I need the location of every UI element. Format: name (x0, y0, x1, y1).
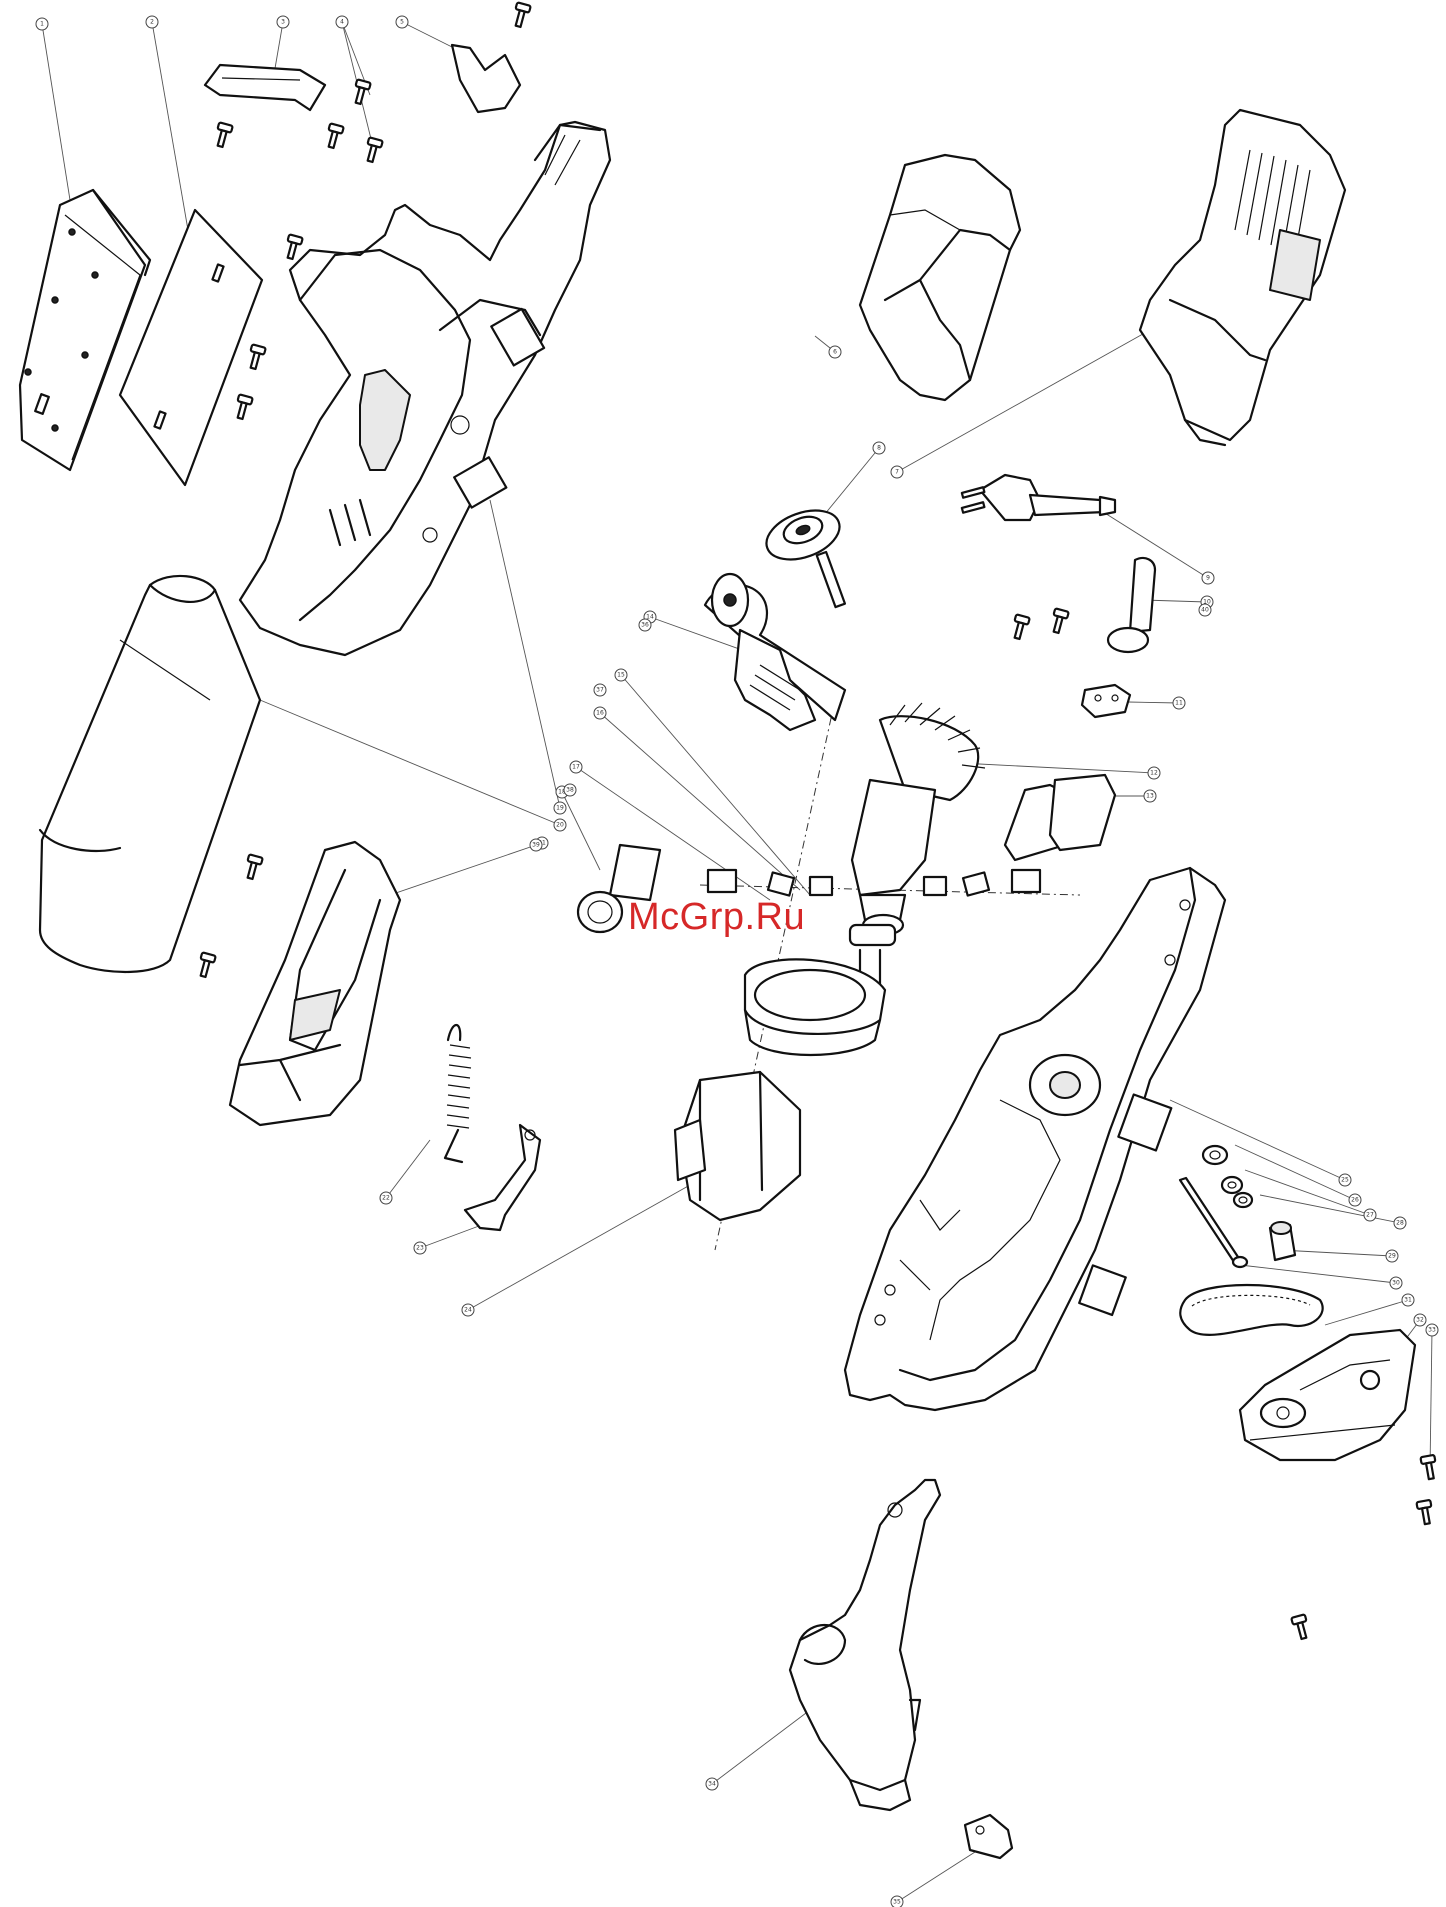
callout-number: 17 (572, 764, 580, 771)
callout-20: 20 (554, 819, 566, 831)
callout-number: 39 (532, 842, 540, 849)
callout-number: 38 (566, 787, 574, 794)
small-bracket (965, 1815, 1012, 1858)
callout-40: 40 (1199, 604, 1211, 616)
lock-lever (465, 1125, 540, 1230)
handle-cap (205, 65, 325, 110)
callout-number: 22 (382, 1195, 390, 1202)
base-plate (20, 190, 150, 470)
callout-27: 27 (1364, 1209, 1376, 1221)
callout-26: 26 (1349, 1194, 1361, 1206)
callout-number: 7 (895, 469, 899, 476)
callout-number: 20 (556, 822, 564, 829)
callout-17: 17 (570, 761, 582, 773)
dust-bag (40, 576, 260, 972)
callout-number: 3 (281, 19, 285, 26)
callout-number: 27 (1366, 1212, 1374, 1219)
cable-protector (1108, 558, 1155, 652)
callout-number: 19 (556, 805, 564, 812)
callout-34: 34 (706, 1778, 718, 1790)
callout-number: 13 (1146, 793, 1154, 800)
callout-39: 39 (530, 839, 542, 851)
callout-number: 15 (617, 672, 625, 679)
rotor-with-fan (850, 703, 985, 1000)
power-cable (962, 475, 1115, 520)
callout-38: 38 (564, 784, 576, 796)
callout-16: 16 (594, 707, 606, 719)
callout-number: 35 (893, 1899, 901, 1906)
callout-number: 29 (1388, 1253, 1396, 1260)
callout-5: 5 (396, 16, 408, 28)
callout-number: 16 (596, 710, 604, 717)
callout-number: 6 (833, 349, 837, 356)
callout-22: 22 (380, 1192, 392, 1204)
callout-4: 4 (336, 16, 348, 28)
callout-number: 40 (1201, 607, 1209, 614)
callout-number: 25 (1341, 1177, 1349, 1184)
callout-11: 11 (1173, 697, 1185, 709)
cable-clamp (1082, 685, 1130, 717)
callout-24: 24 (462, 1304, 474, 1316)
callout-19: 19 (554, 802, 566, 814)
callout-6: 6 (829, 346, 841, 358)
sanding-sheet (120, 210, 262, 485)
callout-number: 11 (1175, 700, 1183, 707)
callout-37: 37 (594, 684, 606, 696)
callout-36: 36 (639, 619, 651, 631)
callout-number: 8 (877, 445, 881, 452)
callout-25: 25 (1339, 1174, 1351, 1186)
callout-15: 15 (615, 669, 627, 681)
callout-number: 28 (1396, 1220, 1404, 1227)
callout-number: 36 (641, 622, 649, 629)
callout-number: 12 (1150, 770, 1158, 777)
retaining-clip (452, 45, 520, 112)
callout-33: 33 (1426, 1324, 1438, 1336)
callout-number: 33 (1428, 1327, 1436, 1334)
callout-number: 23 (416, 1245, 424, 1252)
callout-number: 9 (1206, 575, 1210, 582)
front-cover (230, 842, 400, 1125)
callout-number: 2 (150, 19, 154, 26)
gear-cover (1240, 1330, 1415, 1460)
callout-7: 7 (891, 466, 903, 478)
switch-block (1005, 775, 1115, 860)
left-housing-half (240, 122, 610, 655)
callout-13: 13 (1144, 790, 1156, 802)
callout-number: 1 (40, 21, 44, 28)
callout-30: 30 (1390, 1277, 1402, 1289)
right-housing-half (845, 868, 1225, 1410)
rear-grille-cover (1140, 110, 1345, 445)
callout-number: 5 (400, 19, 404, 26)
callout-9: 9 (1202, 572, 1214, 584)
callout-28: 28 (1394, 1217, 1406, 1229)
callout-8: 8 (873, 442, 885, 454)
callout-12: 12 (1148, 767, 1160, 779)
callout-number: 26 (1351, 1197, 1359, 1204)
callout-35: 35 (891, 1896, 903, 1907)
callout-number: 4 (340, 19, 344, 26)
field-frame (675, 1072, 800, 1220)
callout-number: 31 (1404, 1297, 1412, 1304)
callout-number: 37 (596, 687, 604, 694)
stator (745, 959, 885, 1055)
callout-1: 1 (36, 18, 48, 30)
callout-number: 24 (464, 1307, 472, 1314)
bearing-shaft (760, 501, 846, 607)
callout-number: 34 (708, 1781, 716, 1788)
callout-23: 23 (414, 1242, 426, 1254)
watermark-text: McGrp.Ru (628, 896, 805, 939)
blade-bracket (790, 1480, 940, 1810)
callout-32: 32 (1414, 1314, 1426, 1326)
armature (705, 574, 845, 730)
callout-31: 31 (1402, 1294, 1414, 1306)
callout-3: 3 (277, 16, 289, 28)
callout-2: 2 (146, 16, 158, 28)
callout-number: 30 (1392, 1280, 1400, 1287)
callout-29: 29 (1386, 1250, 1398, 1262)
top-cover (860, 155, 1020, 400)
return-spring (445, 1025, 471, 1162)
callout-number: 32 (1416, 1317, 1424, 1324)
drive-belt (1180, 1285, 1322, 1335)
